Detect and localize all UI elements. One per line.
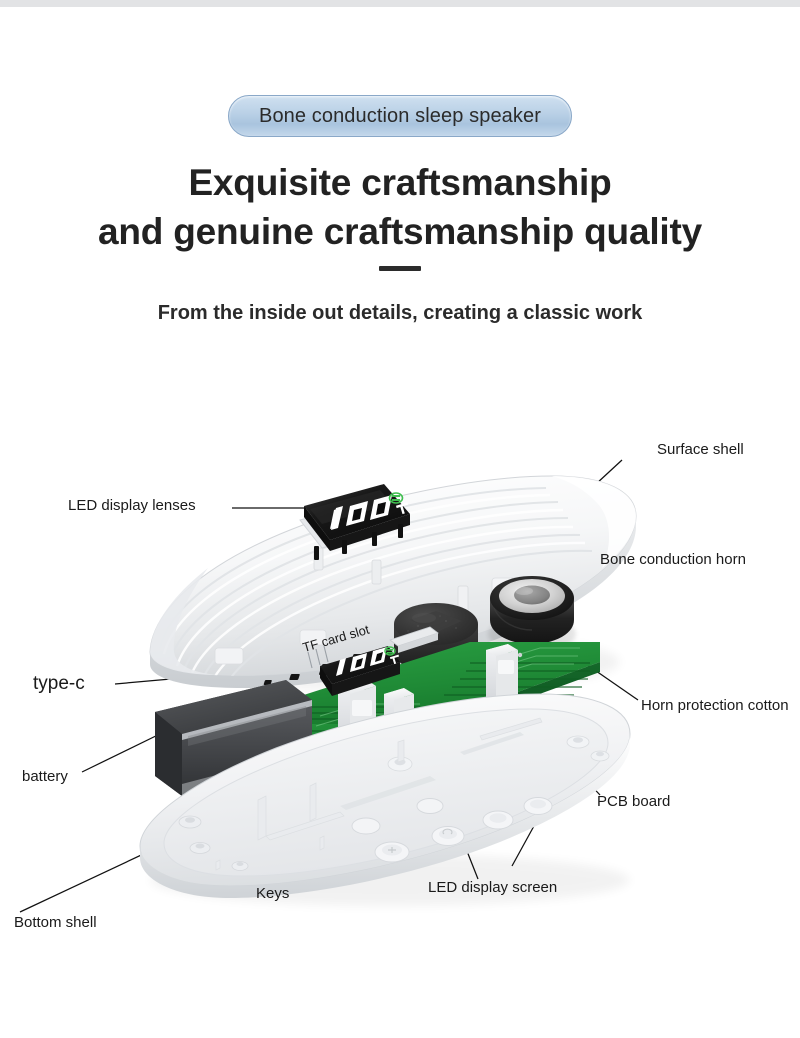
leader-battery: [81, 730, 167, 773]
key-4[interactable]: [523, 797, 553, 815]
cotton-top-facet: [410, 611, 462, 632]
label-surface-shell: Surface shell: [657, 441, 744, 458]
label-type-c: type-c: [33, 673, 85, 694]
tf-indicator-icon: [395, 502, 409, 515]
battery-gloss: [188, 706, 306, 746]
key-1[interactable]: [374, 841, 410, 863]
led-display-screen-module: [320, 646, 400, 696]
page-title: Exquisite craftsmanship and genuine craf…: [0, 158, 800, 256]
led-screen-battery-icon: [384, 646, 396, 656]
led-screen-tf-icon: [389, 654, 400, 665]
label-keys: Keys: [256, 885, 290, 902]
product-category-badge: Bone conduction sleep speaker: [228, 95, 572, 137]
connector-c: [486, 644, 518, 710]
led-digit-0a: [346, 501, 368, 526]
led-screen-digits: [336, 647, 387, 676]
cotton-texture: [407, 615, 457, 632]
key-6[interactable]: [416, 798, 444, 814]
led-module-left-side: [304, 506, 330, 551]
horn-dome: [514, 585, 550, 605]
surface-shell-end-shade: [150, 568, 218, 675]
cotton-highlight: [412, 613, 436, 623]
battery-side: [182, 700, 312, 796]
battery-top-edge-highlight: [182, 700, 312, 740]
tf-card-slot-component: [389, 626, 439, 653]
cavity-recesses: [340, 732, 524, 810]
key-5[interactable]: [351, 817, 381, 835]
keys-part: [351, 797, 553, 863]
label-led-display-lenses: LED display lenses: [68, 497, 196, 514]
page-title-line1: Exquisite craftsmanship: [188, 162, 612, 203]
label-led-display-screen: LED display screen: [428, 879, 558, 896]
label-horn-protection-cotton: Horn protection cotton: [641, 697, 789, 714]
bottom-shell-part: [139, 693, 631, 906]
led-screen-front: [332, 662, 400, 696]
led-digit-1: [331, 506, 343, 530]
label-pcb-board: PCB board: [597, 793, 671, 810]
key-3[interactable]: [482, 810, 514, 830]
top-band: [0, 0, 800, 7]
label-bone-conduction-horn: Bone conduction horn: [600, 551, 746, 568]
label-battery: battery: [22, 768, 68, 785]
horn-body-shade: [493, 607, 533, 631]
battery-left: [155, 712, 182, 796]
title-divider: [379, 266, 421, 271]
battery-top: [155, 680, 312, 734]
led-screen-left: [320, 666, 332, 696]
page-subtitle: From the inside out details, creating a …: [157, 302, 643, 324]
key-2[interactable]: [431, 826, 465, 846]
cavity-ribs: [215, 717, 543, 871]
battery-status-icon: [388, 492, 404, 504]
led-module-pins: [314, 524, 403, 560]
surface-shell-end-gloss: [552, 476, 636, 568]
badge-wrap: Bone conduction sleep speaker: [0, 95, 800, 137]
tf-slot-pins: [307, 645, 329, 669]
led-digit-0b: [370, 495, 392, 520]
screw-bosses: [178, 735, 610, 871]
horn-highlight: [515, 587, 533, 595]
led-readout-digits: [330, 495, 392, 530]
bone-conduction-horn-part: [488, 576, 576, 652]
label-bottom-shell: Bottom shell: [14, 914, 97, 931]
leader-bottom-shell: [19, 849, 153, 913]
page-title-line2: and genuine craftsmanship quality: [97, 211, 702, 253]
led-module-front: [330, 514, 410, 551]
led-display-module-top: [304, 484, 410, 560]
